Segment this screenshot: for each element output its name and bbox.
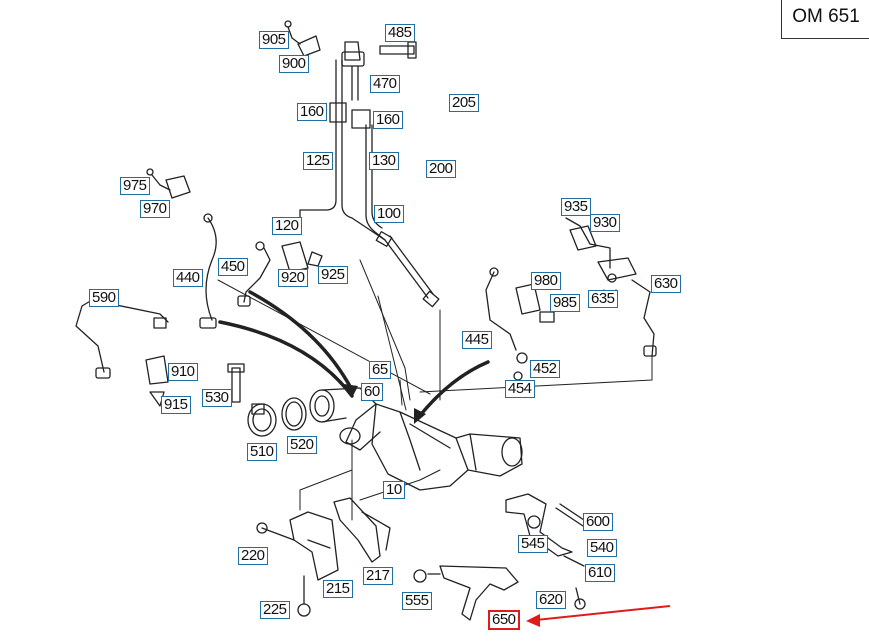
- callout-630[interactable]: 630: [651, 275, 681, 293]
- callout-635[interactable]: 635: [588, 290, 618, 308]
- callout-600[interactable]: 600: [583, 513, 613, 531]
- callout-920[interactable]: 920: [278, 269, 308, 287]
- callout-130[interactable]: 130: [369, 152, 399, 170]
- callout-215[interactable]: 215: [323, 580, 353, 598]
- callout-610[interactable]: 610: [585, 564, 615, 582]
- callout-60[interactable]: 60: [361, 383, 383, 401]
- callout-555[interactable]: 555: [402, 592, 432, 610]
- callout-445[interactable]: 445: [462, 331, 492, 349]
- callout-935[interactable]: 935: [561, 198, 591, 216]
- callout-160a[interactable]: 160: [297, 103, 327, 121]
- engine-code-label: OM 651: [781, 0, 869, 39]
- sensor-cable-right: [485, 198, 657, 381]
- callout-545[interactable]: 545: [518, 535, 548, 553]
- callout-454[interactable]: 454: [505, 380, 535, 398]
- brackets: [256, 493, 591, 621]
- callout-985[interactable]: 985: [550, 294, 580, 312]
- callout-125[interactable]: 125: [303, 152, 333, 170]
- callout-530[interactable]: 530: [202, 389, 232, 407]
- callout-225[interactable]: 225: [260, 601, 290, 619]
- callout-900[interactable]: 900: [279, 55, 309, 73]
- sensor-cable-left: [75, 168, 217, 407]
- pointer-arrows: [218, 290, 490, 420]
- callout-100[interactable]: 100: [374, 205, 404, 223]
- callout-980[interactable]: 980: [531, 272, 561, 290]
- callout-590[interactable]: 590: [89, 289, 119, 307]
- callout-540[interactable]: 540: [587, 539, 617, 557]
- callout-620[interactable]: 620: [536, 591, 566, 609]
- pressure-line-assembly: [284, 20, 440, 308]
- callout-930[interactable]: 930: [590, 214, 620, 232]
- callout-200[interactable]: 200: [426, 160, 456, 178]
- leader-lines: [217, 259, 653, 521]
- highlight-arrow: [526, 605, 671, 627]
- clamp-and-gasket: [227, 363, 307, 437]
- callout-452[interactable]: 452: [530, 360, 560, 378]
- callout-975[interactable]: 975: [120, 177, 150, 195]
- callout-510[interactable]: 510: [247, 443, 277, 461]
- callout-915[interactable]: 915: [161, 396, 191, 414]
- callout-160b[interactable]: 160: [373, 111, 403, 129]
- callout-970[interactable]: 970: [140, 200, 170, 218]
- callout-910[interactable]: 910: [168, 363, 198, 381]
- callout-10[interactable]: 10: [383, 481, 405, 499]
- callout-205[interactable]: 205: [449, 94, 479, 112]
- callout-520[interactable]: 520: [287, 436, 317, 454]
- callout-440[interactable]: 440: [173, 269, 203, 287]
- callout-217[interactable]: 217: [363, 567, 393, 585]
- callout-905[interactable]: 905: [259, 31, 289, 49]
- callout-120[interactable]: 120: [272, 217, 302, 235]
- callout-65[interactable]: 65: [369, 361, 391, 379]
- callout-220[interactable]: 220: [238, 547, 268, 565]
- callout-450[interactable]: 450: [218, 258, 248, 276]
- callout-470[interactable]: 470: [370, 75, 400, 93]
- callout-485[interactable]: 485: [385, 24, 415, 42]
- particulate-filter: [309, 387, 523, 491]
- callout-925[interactable]: 925: [318, 266, 348, 284]
- callout-650[interactable]: 650: [488, 610, 520, 630]
